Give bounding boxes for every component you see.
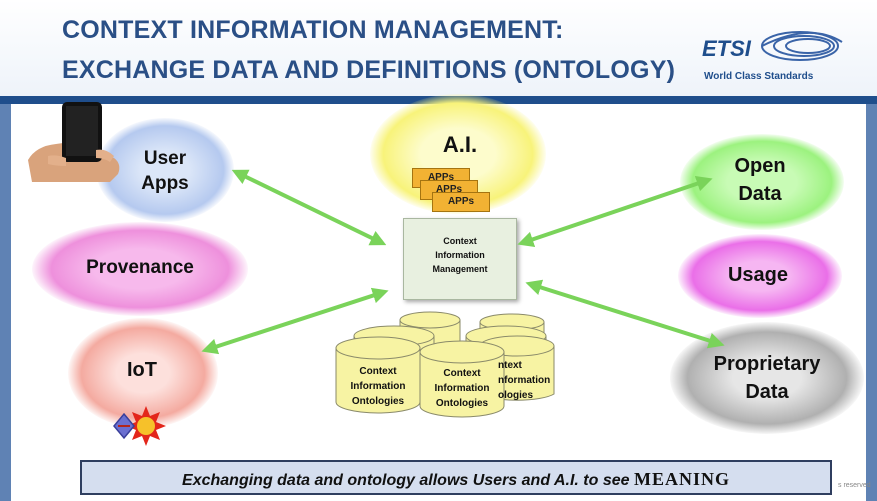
arrow-iot (201, 287, 389, 355)
ontology-cylinder-label-3: ntext nformation ologies (498, 358, 554, 403)
logo-tagline: World Class Standards (704, 71, 814, 82)
user-apps-line2: Apps (141, 173, 189, 194)
ontology-2-line3: Ontologies (435, 398, 489, 409)
open-data-line1: Open (734, 155, 786, 177)
cim-line3: Management (432, 264, 488, 274)
left-border (0, 104, 11, 501)
open-data-label: Open Data (710, 152, 810, 208)
page-title-line2: EXCHANGE DATA AND DEFINITIONS (ONTOLOGY) (62, 56, 676, 84)
ontology-3-line3: ologies (498, 390, 534, 401)
ontology-cylinder-label-1: Context Information Ontologies (338, 364, 418, 409)
header (0, 0, 877, 96)
ontology-1-line3: Ontologies (351, 396, 405, 407)
ontology-3-line1: ntext (498, 360, 522, 371)
copyright-footnote: s reserved (838, 482, 871, 489)
ontology-2-line1: Context (443, 368, 481, 379)
ontology-2-line2: Information (434, 383, 490, 394)
proprietary-data-label: Proprietary Data (692, 350, 842, 406)
iot-cloud (68, 318, 218, 428)
page-title-line1: CONTEXT INFORMATION MANAGEMENT: (62, 16, 564, 44)
user-apps-line1: User (143, 148, 187, 169)
ontology-databases (335, 311, 555, 418)
ontology-1-line1: Context (359, 366, 397, 377)
arrow-user-apps (231, 169, 387, 246)
smartphone-hand-icon (28, 102, 120, 182)
arrow-proprietary (525, 279, 725, 349)
cim-line2: Information (435, 250, 485, 260)
cim-line1: Context (443, 236, 477, 246)
usage-label: Usage (727, 264, 789, 286)
provenance-label: Provenance (86, 257, 194, 278)
ai-label: A.I. (442, 132, 478, 157)
context-information-management-box: Context Information Management (403, 218, 517, 300)
proprietary-line1: Proprietary (713, 353, 821, 375)
iot-sensor-icon (113, 406, 166, 446)
iot-label: IoT (127, 359, 157, 381)
ontology-1-line2: Information (350, 381, 406, 392)
proprietary-line2: Data (745, 381, 789, 403)
ontology-3-line2: nformation (498, 375, 551, 386)
summary-banner: Exchanging data and ontology allows User… (80, 460, 832, 495)
ontology-cylinder-label-2: Context Information Ontologies (422, 366, 502, 411)
banner-emphasis: MEANING (633, 469, 730, 489)
logo-text: ETSI (702, 36, 752, 61)
right-border (866, 104, 877, 501)
user-apps-label: User Apps (120, 146, 210, 196)
open-data-line2: Data (738, 183, 782, 205)
banner-text: Exchanging data and ontology allows User… (82, 469, 830, 490)
arrow-open-data (517, 176, 713, 247)
banner-main-text: Exchanging data and ontology allows User… (182, 472, 634, 489)
app-box-3: APPs (432, 192, 490, 212)
etsi-logo: ETSI World Class Standards (702, 31, 843, 82)
